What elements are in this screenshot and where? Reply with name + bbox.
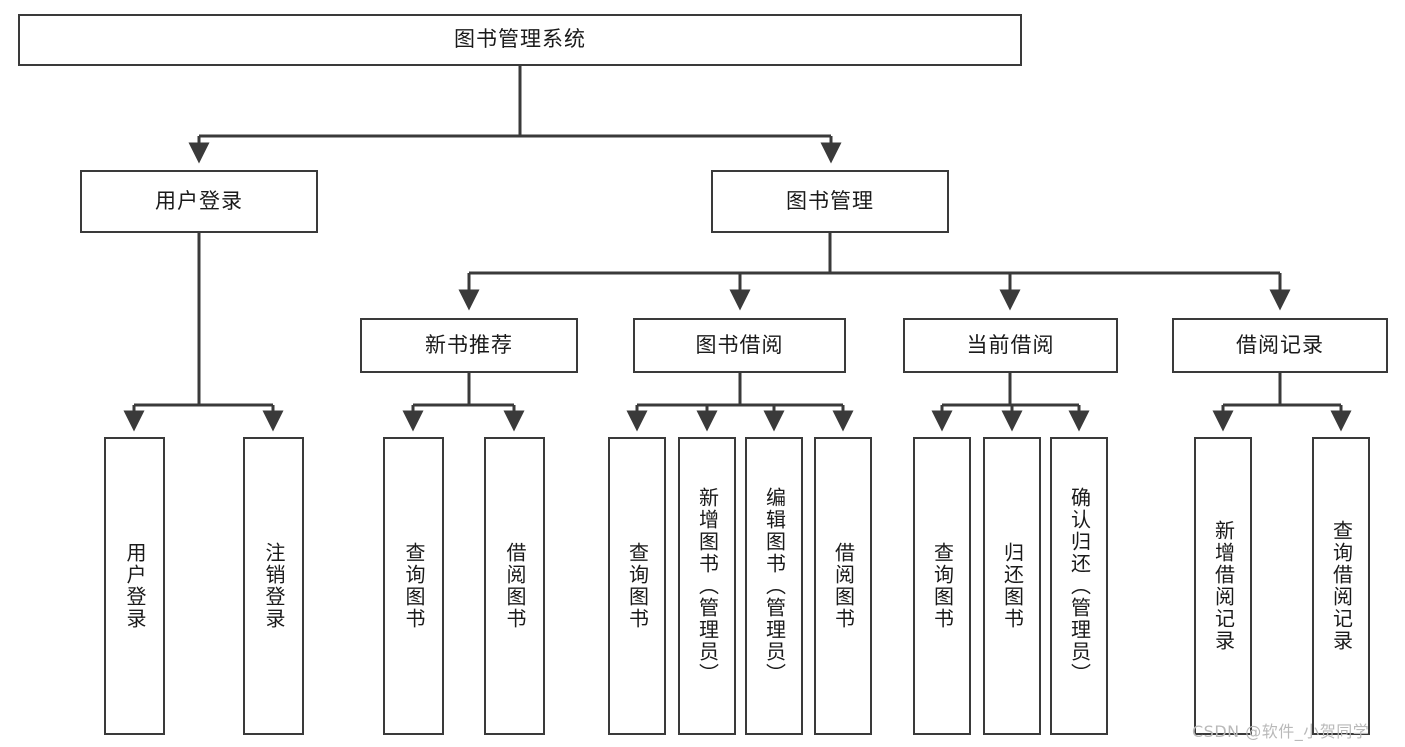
node-label: 查询借阅记录 [1329, 520, 1354, 652]
node-label: 图书管理系统 [454, 27, 586, 52]
node-leaf-return-book[interactable]: 归还图书 [983, 437, 1041, 735]
node-label: 新书推荐 [425, 332, 513, 357]
node-leaf-user-login[interactable]: 用户登录 [104, 437, 165, 735]
node-label: 借阅图书 [503, 542, 527, 630]
node-book-manage[interactable]: 图书管理 [711, 170, 949, 233]
node-current-borrow[interactable]: 当前借阅 [903, 318, 1118, 373]
node-leaf-edit-book-admin[interactable]: 编辑图书（管理员） [745, 437, 803, 735]
node-book-borrow[interactable]: 图书借阅 [633, 318, 846, 373]
node-leaf-add-borrow-record[interactable]: 新增借阅记录 [1194, 437, 1252, 735]
node-label: 编辑图书（管理员） [762, 487, 787, 685]
node-new-book-recommend[interactable]: 新书推荐 [360, 318, 578, 373]
node-leaf-query-book-1[interactable]: 查询图书 [383, 437, 444, 735]
node-label: 用户登录 [155, 188, 243, 213]
node-leaf-borrow-book-2[interactable]: 借阅图书 [814, 437, 872, 735]
node-label: 借阅记录 [1236, 332, 1324, 357]
node-label: 借阅图书 [831, 542, 856, 630]
node-leaf-borrow-book-1[interactable]: 借阅图书 [484, 437, 545, 735]
node-label: 当前借阅 [966, 332, 1055, 357]
node-label: 新增图书（管理员） [695, 487, 720, 685]
node-label: 用户登录 [123, 542, 147, 630]
node-borrow-record[interactable]: 借阅记录 [1172, 318, 1388, 373]
node-leaf-confirm-return-admin[interactable]: 确认归还（管理员） [1050, 437, 1108, 735]
node-leaf-query-borrow-record[interactable]: 查询借阅记录 [1312, 437, 1370, 735]
node-label: 查询图书 [930, 542, 955, 630]
node-label: 归还图书 [1000, 542, 1025, 630]
node-label: 查询图书 [625, 542, 650, 630]
node-label: 新增借阅记录 [1211, 520, 1236, 652]
node-leaf-query-book-2[interactable]: 查询图书 [608, 437, 666, 735]
node-label: 确认归还（管理员） [1067, 487, 1092, 685]
node-leaf-query-book-3[interactable]: 查询图书 [913, 437, 971, 735]
node-leaf-logout-login[interactable]: 注销登录 [243, 437, 304, 735]
node-leaf-add-book-admin[interactable]: 新增图书（管理员） [678, 437, 736, 735]
node-label: 查询图书 [402, 542, 426, 630]
node-label: 图书管理 [786, 188, 874, 213]
node-root-system[interactable]: 图书管理系统 [18, 14, 1022, 66]
node-label: 图书借阅 [695, 332, 784, 357]
node-user-login[interactable]: 用户登录 [80, 170, 318, 233]
node-label: 注销登录 [262, 542, 286, 630]
